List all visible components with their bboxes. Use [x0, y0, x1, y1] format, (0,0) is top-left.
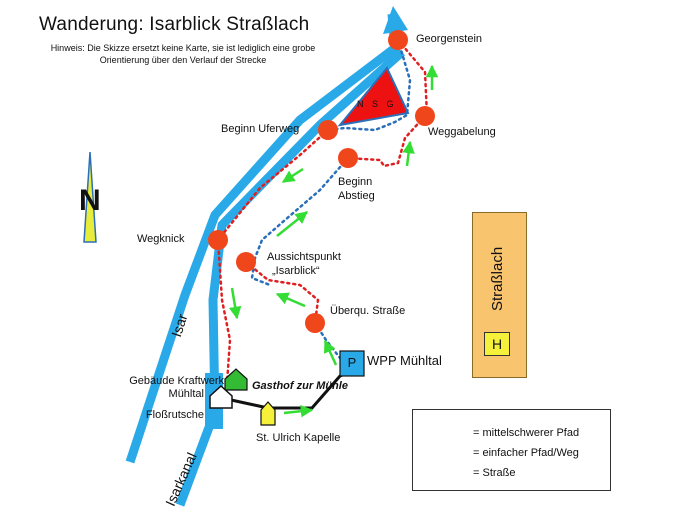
direction-arrow [228, 287, 242, 320]
waypoint-georgenstein [388, 30, 408, 50]
waypoint-ueberqu-strasse [305, 313, 325, 333]
map-title: Wanderung: Isarblick Straßlach [39, 14, 310, 35]
strasslach-label: Straßlach [489, 246, 506, 311]
legend: = mittelschwerer Pfad = einfacher Pfad/W… [412, 409, 611, 491]
legend-label-medium: = mittelschwerer Pfad [473, 427, 580, 439]
label-kapelle: St. Ulrich Kapelle [256, 432, 341, 444]
parking-icon [339, 350, 365, 377]
parking-label: P [347, 355, 357, 370]
label-ueberqu-strasse: Überqu. Straße [330, 305, 406, 317]
gasthof-icon [224, 368, 248, 391]
kraftwerk-house-icon [209, 384, 233, 409]
waypoint-weggabelung [415, 106, 435, 126]
path-medium-4 [244, 260, 320, 325]
north-label: N [79, 184, 101, 217]
label-aussichtspunkt-line2: „Isarblick“ [272, 265, 320, 277]
direction-arrow [323, 339, 338, 366]
waypoint-aussichtspunkt [236, 252, 256, 272]
map-hint: Hinweis: Die Skizze ersetzt keine Karte,… [50, 43, 316, 65]
direction-arrow [402, 140, 415, 167]
label-beginn-abstieg-line1: Beginn [338, 176, 373, 188]
kapelle-icon [260, 401, 276, 426]
waypoint-wegknick [208, 230, 228, 250]
direction-arrow [276, 211, 308, 237]
label-beginn-abstieg-line2: Abstieg [338, 190, 375, 202]
north-arrow-icon [83, 151, 97, 243]
label-wpp-muehltal: WPP Mühltal [367, 353, 442, 368]
legend-label-easy: = einfacher Pfad/Weg [473, 447, 579, 459]
label-gasthof: Gasthof zur Mühle [252, 380, 348, 392]
waypoint-beginn-abstieg [338, 148, 358, 168]
direction-arrow [275, 292, 306, 308]
label-wegknick: Wegknick [137, 233, 185, 245]
label-aussichtspunkt-line1: Aussichtspunkt [267, 251, 341, 263]
waypoint-beginn-uferweg [318, 120, 338, 140]
direction-arrow [283, 404, 314, 418]
nsg-area [337, 66, 410, 127]
label-kraftwerk-line2: Mühltal [168, 388, 204, 400]
isar-river-arrowhead [383, 6, 408, 34]
label-flossrutsche: Floßrutsche [145, 409, 204, 421]
nsg-label: N S G [357, 99, 397, 109]
path-medium-2 [346, 114, 427, 168]
label-beginn-uferweg: Beginn Uferweg [221, 123, 300, 135]
label-weggabelung: Weggabelung [428, 126, 496, 138]
path-easy-1 [326, 38, 412, 132]
label-georgenstein: Georgenstein [416, 33, 483, 45]
direction-arrow [281, 167, 304, 184]
path-easy-2 [250, 156, 350, 287]
legend-label-road: = Straße [473, 467, 516, 479]
path-medium-1 [396, 38, 429, 118]
bus-stop-icon: H [484, 332, 510, 356]
label-kraftwerk-line1: Gebäude Kraftwerk [129, 375, 224, 387]
